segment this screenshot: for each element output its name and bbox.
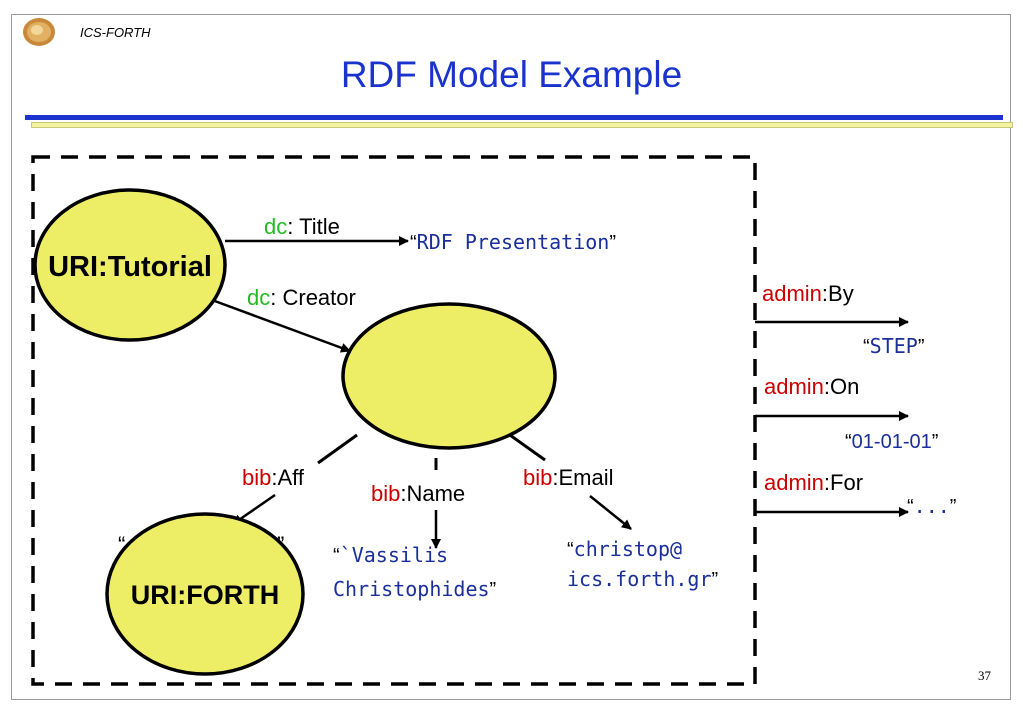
- literal-title: “RDF Presentation”: [410, 230, 616, 254]
- label-dc-creator: dc: Creator: [247, 285, 356, 310]
- forth-open-quote: “: [118, 532, 125, 557]
- slide-frame: [11, 14, 1011, 700]
- node-forth: [105, 512, 305, 676]
- title-rule-yellow: [31, 122, 1013, 128]
- dashed-boundary: [31, 155, 757, 686]
- node-tutorial-label: URI:Tutorial: [48, 251, 212, 283]
- page-number: 37: [978, 668, 991, 683]
- title-rule-blue: [25, 115, 1003, 120]
- edge-email-arrow: [589, 495, 632, 530]
- edge-email-line: [506, 431, 546, 462]
- edge-creator-arrow: [211, 298, 351, 353]
- label-admin-by: admin:By: [762, 281, 854, 306]
- literal-email-line2: ics.forth.gr”: [567, 567, 718, 591]
- node-tutorial: [33, 188, 227, 342]
- slide-title: RDF Model Example: [340, 54, 683, 95]
- label-admin-on: admin:On: [764, 374, 859, 399]
- literal-email-line1: “christop@: [567, 537, 682, 561]
- literal-name-line2: Christophides”: [333, 577, 496, 601]
- label-bib-email: bib:Email: [523, 465, 613, 490]
- org-name: ICS-FORTH: [80, 25, 151, 40]
- literal-for: “...”: [907, 494, 956, 518]
- sun-disc-logo-icon: [23, 18, 55, 46]
- edge-aff-line: [317, 433, 358, 465]
- literal-by: “STEP”: [863, 334, 925, 358]
- node-blank: [341, 302, 557, 450]
- label-admin-for: admin:For: [764, 470, 863, 495]
- label-bib-name: bib:Name: [371, 481, 465, 506]
- literal-on: “01-01-01”: [845, 431, 938, 453]
- label-dc-title: dc: Title: [264, 214, 340, 239]
- label-bib-aff: bib:Aff: [242, 465, 305, 490]
- node-forth-label: URI:FORTH: [131, 580, 279, 610]
- literal-name-line1: “`Vassilis: [333, 543, 448, 567]
